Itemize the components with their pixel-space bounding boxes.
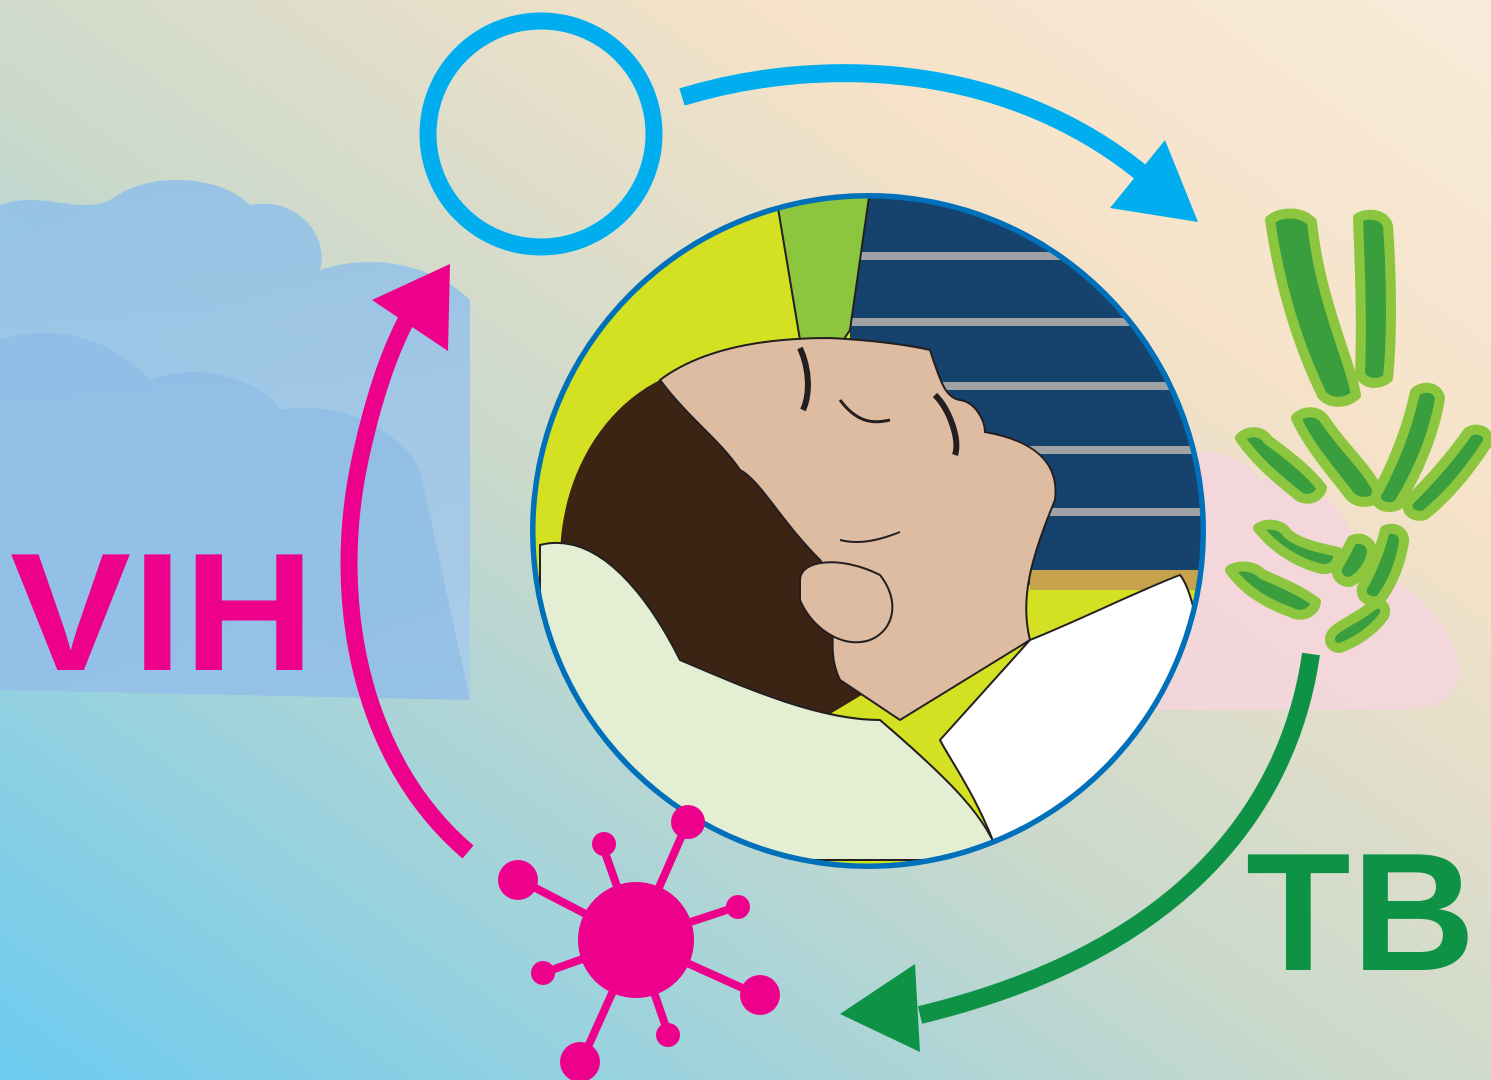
tb-label: TB — [1246, 828, 1476, 996]
hiv-label: VIH — [10, 528, 316, 696]
